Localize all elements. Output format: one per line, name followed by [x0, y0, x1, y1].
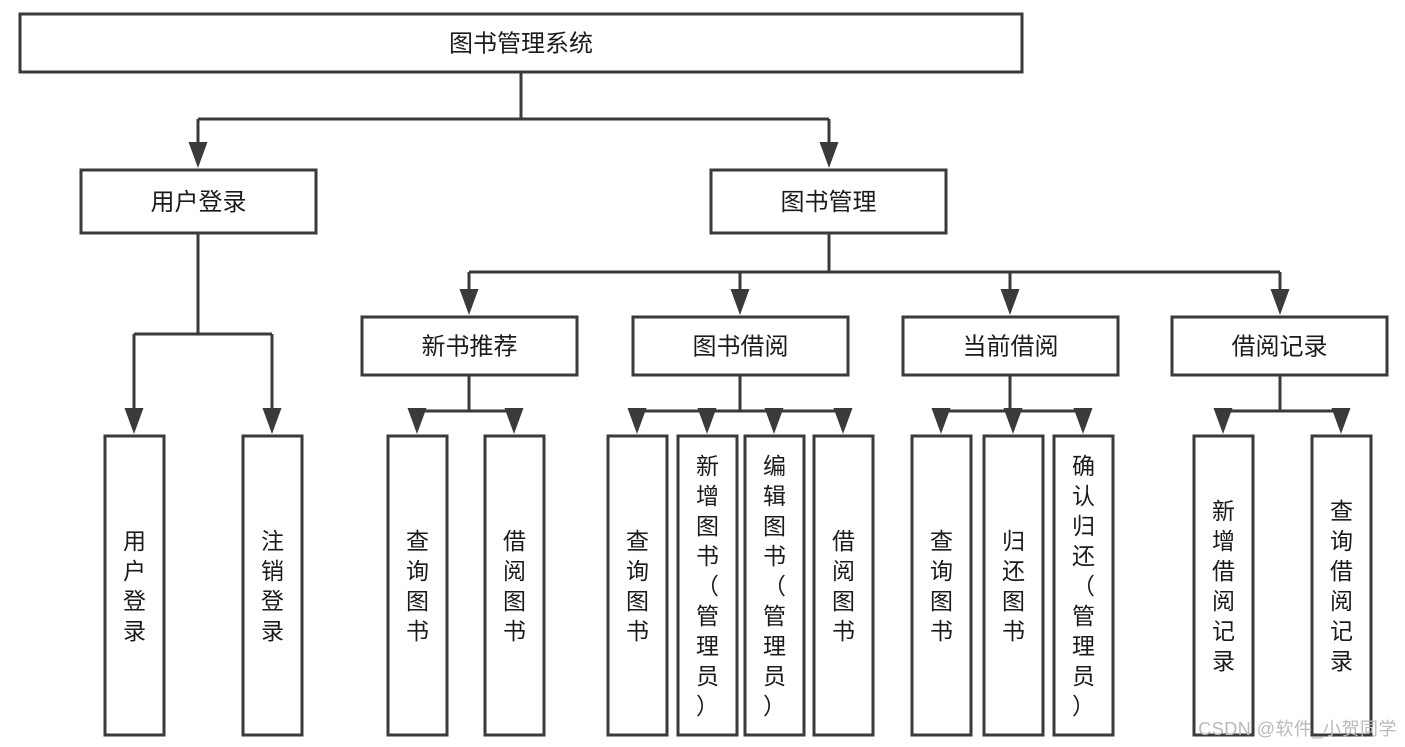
watermark-label: CSDN @软件_小贺同学	[1198, 719, 1397, 739]
node-box	[1052, 434, 1115, 737]
arrow-head-icon	[407, 408, 427, 434]
arrow-head-icon	[188, 142, 208, 168]
arrow-head-icon	[627, 408, 647, 434]
arrow-head-icon	[1073, 408, 1093, 434]
node-user-login[interactable]: 用户登录	[79, 168, 318, 235]
node-borrow-record[interactable]: 借阅记录	[1170, 315, 1389, 377]
connector-root-trunk	[188, 72, 839, 168]
connector-borrow-record-trunk	[1213, 375, 1351, 434]
arrow-head-icon	[730, 289, 750, 315]
arrow-head-icon	[262, 408, 282, 434]
node-label: 借阅图书	[832, 528, 855, 644]
connector-book-management-trunk	[459, 233, 1290, 315]
connector-layer	[124, 72, 1351, 434]
node-label: 新增借阅记录	[1212, 498, 1235, 674]
connector-user-login-trunk	[124, 233, 282, 434]
node-new-book-recommend[interactable]: 新书推荐	[360, 315, 579, 377]
node-leaf-query-book-current[interactable]: 查询图书	[910, 434, 973, 737]
node-current-borrow[interactable]: 当前借阅	[901, 315, 1120, 377]
node-label: 用户登录	[123, 528, 146, 644]
node-label: 图书借阅	[693, 334, 789, 361]
node-leaf-borrow-book[interactable]: 借阅图书	[812, 434, 875, 737]
arrow-head-icon	[819, 142, 839, 168]
node-box	[743, 434, 806, 737]
node-label: 图书管理	[781, 189, 877, 216]
node-box	[18, 12, 1024, 74]
node-label: 归还图书	[1002, 528, 1025, 644]
arrow-head-icon	[459, 289, 479, 315]
node-leaf-query-book-borrow[interactable]: 查询图书	[606, 434, 669, 737]
node-leaf-return-book[interactable]: 归还图书	[982, 434, 1045, 737]
node-box	[910, 434, 973, 737]
node-label: 查询借阅记录	[1330, 498, 1353, 674]
arrow-head-icon	[1270, 289, 1290, 315]
node-box	[676, 434, 739, 737]
connector-book-borrow-trunk	[627, 375, 853, 434]
arrow-head-icon	[697, 408, 717, 434]
arrow-head-icon	[1003, 408, 1023, 434]
node-label: 借阅记录	[1232, 334, 1328, 361]
node-box	[1170, 315, 1389, 377]
node-book-borrow[interactable]: 图书借阅	[631, 315, 850, 377]
node-leaf-add-borrow-record[interactable]: 新增借阅记录	[1192, 434, 1255, 737]
node-label: 新增图书（管理员）	[696, 453, 719, 719]
node-box	[79, 168, 318, 235]
node-leaf-confirm-return-admin[interactable]: 确认归还（管理员）	[1052, 434, 1115, 737]
node-leaf-user-logout[interactable]: 注销登录	[241, 434, 304, 737]
node-label: 查询图书	[626, 528, 649, 644]
node-label: 查询图书	[406, 528, 429, 644]
arrow-head-icon	[833, 408, 853, 434]
node-leaf-query-borrow-record[interactable]: 查询借阅记录	[1310, 434, 1373, 737]
arrow-head-icon	[1213, 408, 1233, 434]
node-leaf-query-book-new[interactable]: 查询图书	[386, 434, 449, 737]
node-box	[606, 434, 669, 737]
node-label: 查询图书	[930, 528, 953, 644]
node-leaf-borrow-book-new[interactable]: 借阅图书	[483, 434, 546, 737]
node-layer: 图书管理系统用户登录图书管理新书推荐图书借阅当前借阅借阅记录用户登录注销登录查询…	[18, 12, 1389, 737]
node-box	[360, 315, 579, 377]
node-box	[812, 434, 875, 737]
connector-new-book-trunk	[407, 375, 524, 434]
arrow-head-icon	[1331, 408, 1351, 434]
arrow-head-icon	[1000, 289, 1020, 315]
node-box	[386, 434, 449, 737]
node-box	[982, 434, 1045, 737]
node-label: 新书推荐	[422, 334, 518, 361]
node-box	[1192, 434, 1255, 737]
node-leaf-user-login[interactable]: 用户登录	[103, 434, 166, 737]
node-label: 图书管理系统	[449, 31, 593, 58]
connector-current-borrow-trunk	[931, 375, 1093, 434]
node-box	[483, 434, 546, 737]
node-leaf-add-book-admin[interactable]: 新增图书（管理员）	[676, 434, 739, 737]
node-box	[1310, 434, 1373, 737]
node-label: 用户登录	[151, 189, 247, 216]
node-box	[103, 434, 166, 737]
node-box	[241, 434, 304, 737]
node-root[interactable]: 图书管理系统	[18, 12, 1024, 74]
arrow-head-icon	[124, 408, 144, 434]
node-label: 确认归还（管理员）	[1072, 453, 1095, 719]
node-box	[709, 168, 948, 235]
node-leaf-edit-book-admin[interactable]: 编辑图书（管理员）	[743, 434, 806, 737]
arrow-head-icon	[764, 408, 784, 434]
node-box	[631, 315, 850, 377]
node-box	[901, 315, 1120, 377]
node-book-management[interactable]: 图书管理	[709, 168, 948, 235]
node-label: 注销登录	[261, 528, 284, 644]
arrow-head-icon	[931, 408, 951, 434]
node-label: 借阅图书	[503, 528, 526, 644]
node-label: 编辑图书（管理员）	[763, 453, 786, 719]
arrow-head-icon	[504, 408, 524, 434]
node-label: 当前借阅	[963, 334, 1059, 361]
